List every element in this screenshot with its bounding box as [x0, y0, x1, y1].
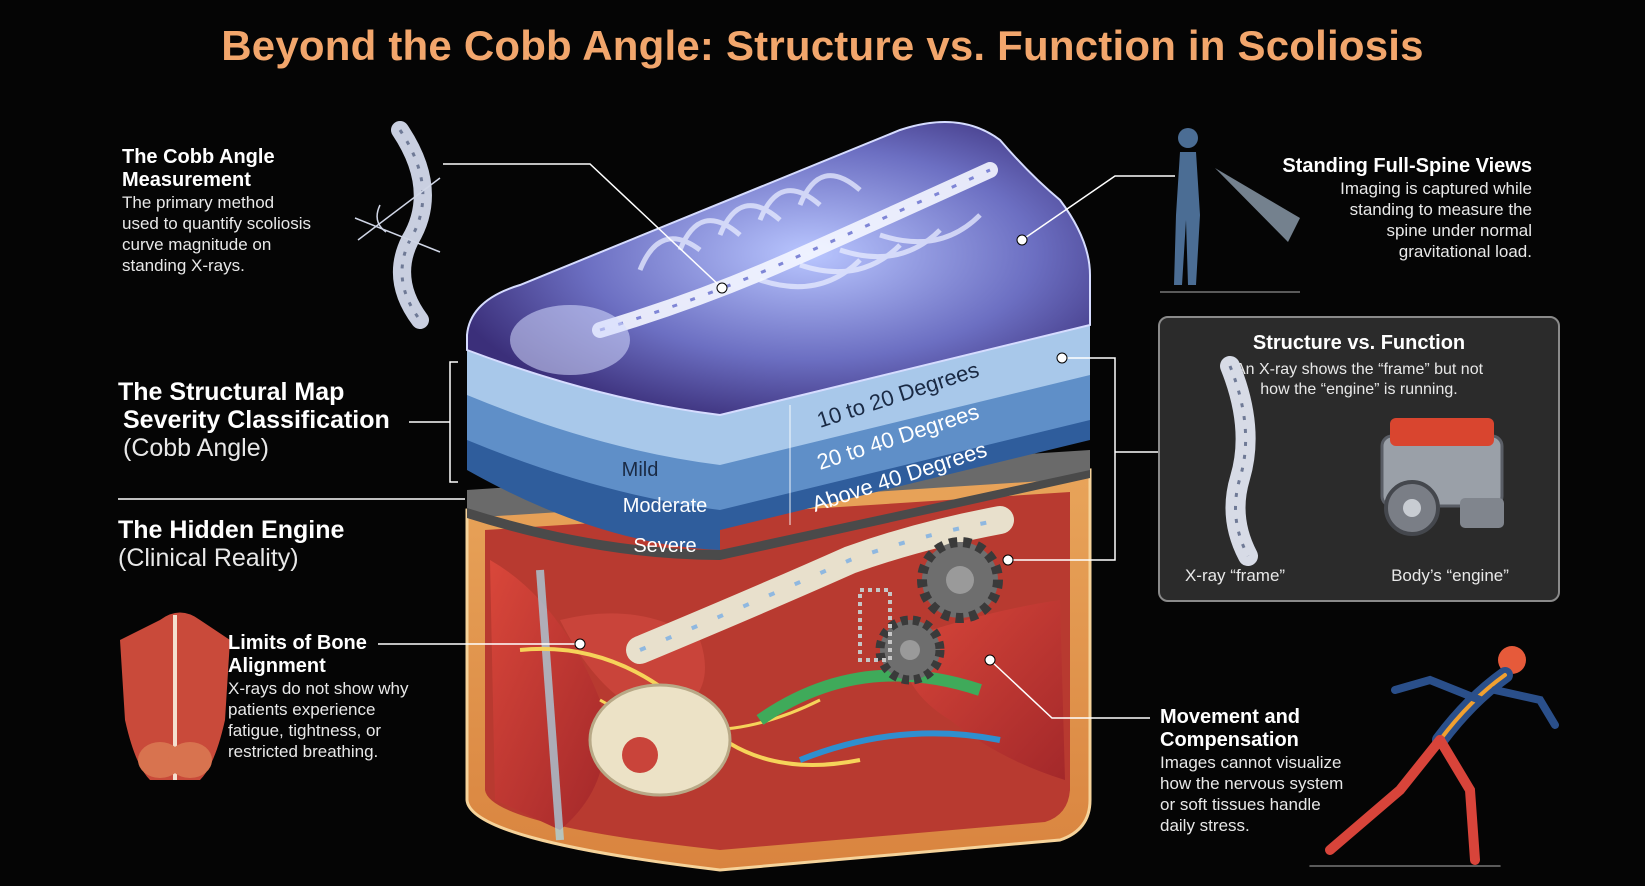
- cobb-angle-description: The primary method used to quantify scol…: [122, 192, 352, 276]
- standing-desc-line: gravitational load.: [1398, 242, 1532, 261]
- standing-desc-line: Imaging is captured while: [1340, 179, 1532, 198]
- cobb-heading-line: The Cobb Angle: [122, 146, 275, 168]
- movement-heading: Movement and Compensation: [1160, 706, 1380, 752]
- limits-heading-line: Alignment: [228, 655, 326, 677]
- xray-top-surface: [466, 121, 1091, 417]
- structure-desc-line: how the “engine” is running.: [1260, 381, 1458, 398]
- xray-spine-icon: [1220, 356, 1258, 566]
- structure-vs-function-panel: Structure vs. Function An X-ray shows th…: [1158, 316, 1560, 602]
- severity-layers: [467, 325, 1090, 550]
- structure-desc-line: An X-ray shows the “frame” but not: [1234, 361, 1484, 378]
- severity-label-moderate: Moderate: [623, 495, 708, 517]
- structural-map-note: (Cobb Angle): [123, 434, 269, 462]
- structure-vs-function-heading: Structure vs. Function: [1252, 332, 1466, 354]
- engine-icon: [1380, 418, 1504, 536]
- cobb-angle-callout: The Cobb Angle Measurement The primary m…: [122, 146, 352, 276]
- page-title: Beyond the Cobb Angle: Structure vs. Fun…: [221, 22, 1424, 69]
- gear-icon: [875, 615, 945, 685]
- back-muscles-icon: [120, 612, 230, 780]
- structural-map-subtitle: Severity Classification: [123, 406, 390, 434]
- structure-vs-function-description: An X-ray shows the “frame” but not how t…: [1160, 360, 1558, 400]
- limits-heading: Limits of Bone Alignment: [228, 632, 448, 678]
- severity-label-severe: Severe: [633, 535, 696, 557]
- structural-map-title: The Structural Map: [118, 378, 345, 406]
- hidden-engine-label: The Hidden Engine (Clinical Reality): [118, 516, 418, 572]
- callout-lines: [118, 163, 1175, 719]
- severity-label-mild: Mild: [622, 459, 659, 481]
- movement-description: Images cannot visualize how the nervous …: [1160, 752, 1380, 836]
- xray-frame-caption: X-ray “frame”: [1184, 566, 1286, 585]
- movement-callout: Movement and Compensation Images cannot …: [1160, 706, 1380, 836]
- structural-map-label: The Structural Map Severity Classificati…: [118, 378, 418, 462]
- cobb-desc-line: standing X-rays.: [122, 256, 245, 275]
- cobb-desc-line: The primary method: [122, 193, 275, 212]
- engine-caption: Body’s “engine”: [1391, 566, 1509, 585]
- running-figure-icon: [1309, 646, 1559, 867]
- cobb-desc-line: curve magnitude on: [122, 235, 272, 254]
- standing-figure-icon: [1160, 128, 1300, 293]
- limits-desc-line: X-rays do not show why: [228, 679, 409, 698]
- standing-views-description: Imaging is captured while standing to me…: [1240, 178, 1532, 262]
- limits-desc-line: patients experience: [228, 700, 376, 719]
- movement-heading-line: Compensation: [1160, 729, 1299, 751]
- limits-heading-line: Limits of Bone: [228, 632, 367, 654]
- movement-desc-line: how the nervous system: [1160, 774, 1344, 793]
- limits-desc-line: restricted breathing.: [228, 742, 379, 761]
- cobb-desc-line: used to quantify scoliosis: [122, 214, 311, 233]
- cobb-heading-line: Measurement: [122, 169, 251, 191]
- tissue-layer: [465, 468, 1092, 872]
- spine-column: [626, 506, 1014, 664]
- movement-desc-line: Images cannot visualize: [1160, 753, 1342, 772]
- movement-desc-line: or soft tissues handle: [1160, 795, 1321, 814]
- cobb-spine-icon: [354, 121, 441, 329]
- movement-heading-line: Movement and: [1160, 706, 1301, 728]
- movement-desc-line: daily stress.: [1160, 816, 1250, 835]
- hidden-engine-title: The Hidden Engine: [118, 516, 345, 544]
- limits-description: X-rays do not show why patients experien…: [228, 678, 448, 762]
- standing-desc-line: spine under normal: [1386, 221, 1532, 240]
- limits-desc-line: fatigue, tightness, or: [228, 721, 382, 740]
- gear-icon: [917, 537, 1003, 623]
- standing-views-callout: Standing Full-Spine Views Imaging is cap…: [1240, 155, 1532, 262]
- cobb-angle-heading: The Cobb Angle Measurement: [122, 146, 352, 192]
- hidden-engine-note: (Clinical Reality): [118, 544, 299, 572]
- standing-desc-line: standing to measure the: [1349, 200, 1532, 219]
- panel-illustrations: [1220, 356, 1504, 566]
- limits-callout: Limits of Bone Alignment X-rays do not s…: [228, 632, 448, 762]
- standing-views-heading: Standing Full-Spine Views: [1282, 155, 1532, 177]
